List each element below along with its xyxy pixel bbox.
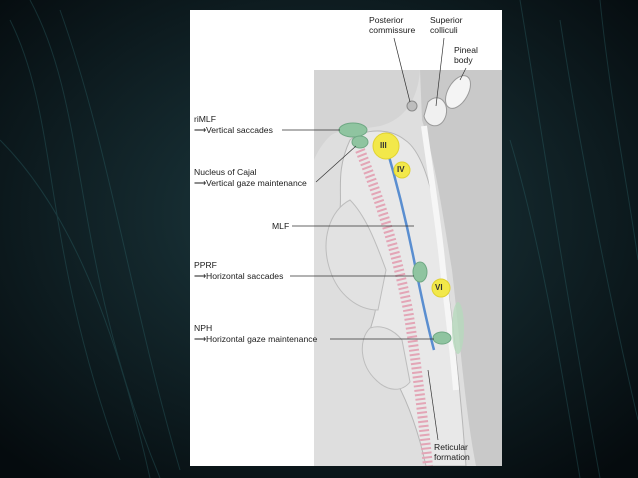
pprf-nucleus bbox=[412, 261, 428, 283]
nph-nucleus bbox=[432, 331, 452, 345]
dorsal-brainstem bbox=[420, 70, 502, 466]
superior-colliculi-shape bbox=[423, 97, 448, 127]
vestibular-strip bbox=[452, 302, 464, 354]
nph-label: NPH bbox=[194, 323, 213, 333]
pprf-function-line: ⟶Horizontal saccades bbox=[194, 271, 283, 281]
abducens-nucleus bbox=[431, 278, 451, 298]
pprf-function-label: Horizontal saccades bbox=[206, 271, 284, 281]
right-arrow-icon: ⟶ bbox=[194, 271, 207, 281]
pineal-body-shape bbox=[445, 75, 471, 109]
brainstem-diagram bbox=[282, 37, 502, 466]
nucleus-vi-label: VI bbox=[435, 283, 443, 292]
leader-reticular bbox=[427, 369, 439, 441]
rimlf-label: riMLF bbox=[194, 114, 216, 124]
reticular-formation-label: Reticular formation bbox=[434, 442, 470, 462]
medulla bbox=[361, 326, 411, 390]
figure-panel: III IV VI Posterior commissure Superior … bbox=[190, 10, 502, 466]
rimlf-nucleus bbox=[338, 122, 368, 138]
right-arrow-icon: ⟶ bbox=[194, 125, 207, 135]
leader-cajal bbox=[315, 145, 357, 183]
pineal-body-label: Pineal body bbox=[454, 45, 478, 65]
nucleus-iv-label: IV bbox=[397, 165, 405, 174]
rimlf-function-label: Vertical saccades bbox=[206, 125, 273, 135]
oculomotor-nucleus bbox=[372, 132, 400, 160]
leader-posterior-commissure bbox=[393, 37, 411, 103]
trochlear-nucleus bbox=[393, 161, 411, 179]
nucleus-iii-label: III bbox=[380, 141, 387, 150]
cajal-label: Nucleus of Cajal bbox=[194, 167, 257, 177]
mlf-tract bbox=[384, 145, 436, 351]
leader-superior-colliculi bbox=[435, 37, 445, 107]
cajal-function-line: ⟶Vertical gaze maintenance bbox=[194, 178, 307, 188]
reticular-formation-band bbox=[355, 148, 433, 466]
nph-function-line: ⟶Horizontal gaze maintenance bbox=[194, 334, 317, 344]
leader-pineal bbox=[459, 67, 467, 81]
mlf-label: MLF bbox=[272, 221, 290, 231]
midbrain-top bbox=[314, 70, 420, 160]
superior-colliculi-label: Superior colliculi bbox=[430, 15, 463, 35]
right-arrow-icon: ⟶ bbox=[194, 178, 207, 188]
rimlf-function-line: ⟶Vertical saccades bbox=[194, 125, 273, 135]
cajal-nucleus bbox=[351, 135, 369, 149]
aqueduct bbox=[421, 125, 459, 391]
posterior-commissure-shape bbox=[406, 100, 418, 112]
cajal-function-label: Vertical gaze maintenance bbox=[206, 178, 307, 188]
pprf-label: PPRF bbox=[194, 260, 217, 270]
posterior-commissure-label: Posterior commissure bbox=[369, 15, 416, 35]
nph-function-label: Horizontal gaze maintenance bbox=[206, 334, 318, 344]
right-arrow-icon: ⟶ bbox=[194, 334, 207, 344]
